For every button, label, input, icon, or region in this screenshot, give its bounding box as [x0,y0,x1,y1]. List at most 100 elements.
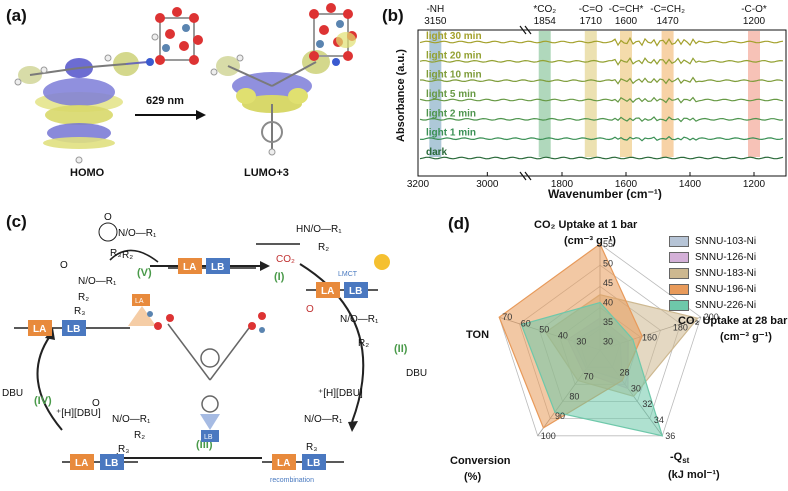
lb-block-top [206,258,230,274]
radar-series-4 [520,301,664,437]
xtick-label-3: 1600 [615,179,638,190]
band-name-3: -C=CH* [609,4,644,15]
radar-tick-qst-2: 32 [642,399,652,409]
svg-text:R₂: R₂ [358,338,369,349]
radar-tick-co2_1bar-4: 35 [603,317,613,327]
lumo-molecule [210,3,357,156]
radar-tick-co2_28bar-1: 180 [673,322,688,332]
xtick-label-5: 1200 [743,179,766,190]
lmct-label: LMCT [338,271,358,278]
trace-label-5: light 1 min [426,128,476,139]
radar-tick-ton-0: 70 [502,312,512,322]
svg-text:N/O—R₁: N/O—R₁ [118,228,157,239]
legend-item: SNNU-226-Ni [669,297,781,313]
radar-tick-conversion-0: 100 [541,431,556,441]
cycle-arrow-right [299,263,365,423]
legend-item: SNNU-196-Ni [669,281,781,297]
xtick-label-1: 3000 [476,179,499,190]
radar-tick-ton-1: 60 [521,318,531,328]
panel-a-label: (a) [6,6,27,25]
panel-c-label: (c) [6,212,27,231]
homo-molecule [14,7,203,164]
co2-reagent: CO₂ [276,254,295,265]
svg-text:LA: LA [277,458,290,469]
radar-tick-co2_28bar-0: 200 [704,312,719,322]
band-wn-0: 3150 [424,16,447,27]
svg-text:LB: LB [204,434,213,441]
wavelength-label: 629 nm [146,95,184,107]
band-wn-4: 1470 [656,16,679,27]
panel-c: (c) LA LB (V) (I) CO₂ O N/O—R₁ R₂ R₃ HN/… [0,200,440,486]
xtick-label-0: 3200 [407,179,430,190]
radar-tick-co2_1bar-3: 40 [603,298,613,308]
svg-text:LA: LA [135,298,144,305]
radar-tick-conversion-3: 70 [584,372,594,382]
radar-tick-qst-0: 36 [665,431,675,441]
legend-label: SNNU-183-Ni [695,267,757,279]
radar-tick-co2_1bar-0: 55 [603,239,613,249]
panel-d-label: (d) [448,214,470,233]
ftir-spectra: -NH3150*CO₂1854-C=O1710-C=CH*1600-C=CH₂1… [395,4,787,201]
trace-label-4: light 2 min [426,108,476,119]
trace-label-2: light 10 min [426,70,482,81]
axis-label-co2-1bar: CO₂ Uptake at 1 bar [534,219,638,231]
svg-text:N/O—R₁: N/O—R₁ [78,276,117,287]
svg-text:R₂: R₂ [122,250,133,261]
trace-1 [419,57,784,66]
legend-item: SNNU-126-Ni [669,249,781,265]
radar-tick-conversion-2: 80 [569,391,579,401]
svg-text:R₃: R₃ [118,444,129,455]
catalytic-cycle: LA LB (V) (I) CO₂ O N/O—R₁ R₂ R₃ HN/O—R₁… [2,212,427,484]
radar-tick-co2_28bar-2: 160 [642,332,657,342]
radar-tick-conversion-1: 90 [555,411,565,421]
radar-tick-ton-4: 30 [576,336,586,346]
ftir-xlabel: Wavenumber (cm⁻¹) [548,187,662,200]
legend-swatch [669,267,689,279]
xtick-label-4: 1400 [679,179,702,190]
la-block-top [178,258,202,274]
legend-label: SNNU-196-Ni [695,283,757,295]
svg-text:LB: LB [307,458,320,469]
svg-text:O: O [60,260,68,271]
svg-text:R₃: R₃ [110,248,121,259]
svg-text:LA: LA [321,286,334,297]
svg-text:R₃: R₃ [74,306,85,317]
legend-swatch [669,283,689,295]
svg-text:O: O [92,398,100,409]
radar-tick-co2_1bar-5: 30 [603,337,613,347]
trace-label-6: dark [426,147,448,158]
homo-label: HOMO [70,167,105,179]
svg-text:O: O [306,304,314,315]
amine-reagent: HN/O—R₁ [296,224,342,235]
trace-0 [419,36,784,47]
legend-label: SNNU-126-Ni [695,251,757,263]
cycle-arrow-left [36,335,63,431]
svg-text:N/O—R₁: N/O—R₁ [112,414,151,425]
trace-label-0: light 30 min [426,31,482,42]
svg-text:R₂: R₂ [318,242,329,253]
band-3 [620,31,632,157]
ftir-ylabel: Absorbance (a.u.) [395,49,407,142]
svg-text:LB: LB [67,324,80,335]
step-ii: (II) [394,343,408,355]
legend-item: SNNU-103-Ni [669,233,781,249]
trace-4 [419,116,784,123]
trace-6 [419,156,784,160]
trace-3 [419,96,784,104]
band-name-1: *CO₂ [533,4,556,15]
dbu-left: DBU [2,388,23,399]
legend-item: SNNU-183-Ni [669,265,781,281]
svg-text:R₃: R₃ [306,442,317,453]
svg-text:(kJ mol⁻¹): (kJ mol⁻¹) [668,469,720,481]
trace-5 [419,135,784,142]
radar-chart: 5550454035302001801603634323028100908070… [450,219,788,483]
legend-label: SNNU-226-Ni [695,299,757,311]
axis-label-conversion: Conversion [450,455,511,467]
linker-illustration: LA LB [128,294,266,442]
panel-a: (a) [0,0,380,190]
step-i: (I) [274,271,285,283]
trace-label-1: light 20 min [426,50,482,61]
svg-text:(cm⁻³ g⁻¹): (cm⁻³ g⁻¹) [720,331,772,343]
